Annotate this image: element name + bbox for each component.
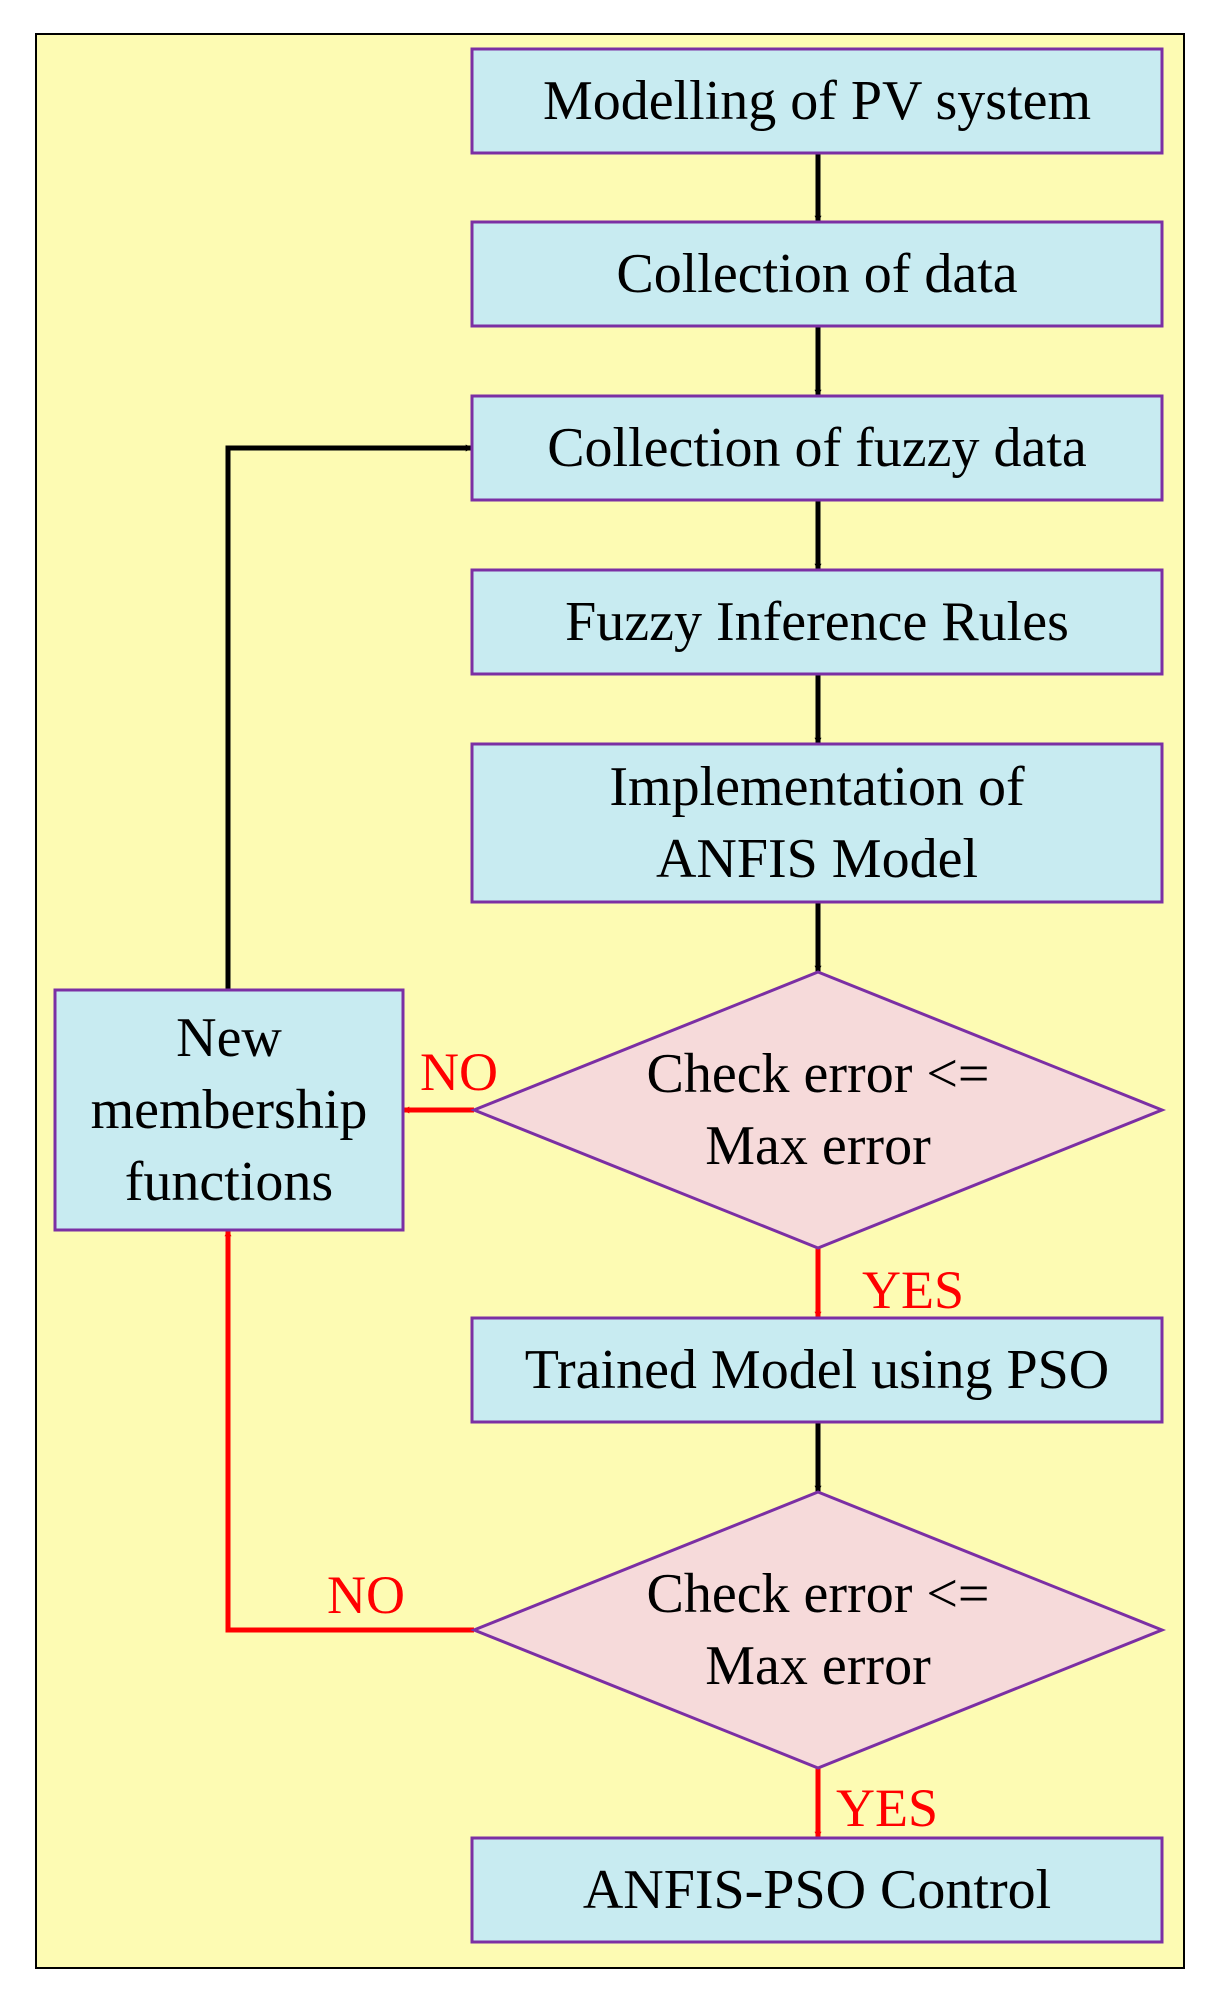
edge-label-check2-no: NO [327, 1565, 405, 1625]
node-modelling: Modelling of PV system [470, 47, 1164, 155]
node-text-line: Implementation of [609, 756, 1025, 818]
node-check1: Check error <= Max error [469, 970, 1167, 1250]
node-fuzzy-rules: Fuzzy Inference Rules [470, 568, 1164, 676]
node-text-line: Check error <= [646, 1563, 989, 1625]
edges-layer [224, 153, 822, 1839]
node-text-line: ANFIS Model [656, 828, 978, 890]
process-box [470, 568, 1164, 676]
node-text-line: Collection of data [616, 243, 1017, 305]
edge-label-check1-no: NO [420, 1042, 498, 1102]
edge-label-check2-yes: YES [836, 1778, 938, 1838]
node-text-line: membership [91, 1079, 368, 1141]
node-collection-data: Collection of data [470, 220, 1164, 328]
node-text-line: functions [125, 1151, 333, 1213]
node-text-line: New [176, 1007, 282, 1069]
process-box [470, 1316, 1164, 1424]
node-text-line: Check error <= [646, 1043, 989, 1105]
decision-diamond [469, 970, 1167, 1250]
node-text-line: Max error [705, 1115, 931, 1177]
node-anfis-pso: ANFIS-PSO Control [470, 1836, 1164, 1944]
node-text-line: Fuzzy Inference Rules [565, 591, 1069, 653]
process-box [470, 1836, 1164, 1944]
edge-labels-layer: NO YES NO YES [327, 1042, 964, 1838]
edge-label-check1-yes: YES [862, 1260, 964, 1320]
decision-diamond [469, 1490, 1167, 1770]
node-check2: Check error <= Max error [469, 1490, 1167, 1770]
process-box [470, 742, 1164, 904]
process-box [53, 988, 405, 1232]
node-text-line: Collection of fuzzy data [547, 417, 1087, 479]
node-text-line: Max error [705, 1635, 931, 1697]
node-trained-pso: Trained Model using PSO [470, 1316, 1164, 1424]
node-new-mf: New membership functions [53, 988, 405, 1232]
process-box [470, 394, 1164, 502]
arrow-check2-no-to-new-mf [224, 1229, 474, 1633]
node-collection-fuzzy: Collection of fuzzy data [470, 394, 1164, 502]
process-box [470, 220, 1164, 328]
node-text-line: ANFIS-PSO Control [583, 1859, 1051, 1921]
node-text-line: Modelling of PV system [543, 70, 1091, 132]
node-text-line: Trained Model using PSO [525, 1339, 1109, 1401]
arrow-new-mf-to-collection-fuzzy [225, 444, 473, 990]
process-box [470, 47, 1164, 155]
node-anfis-impl: Implementation of ANFIS Model [470, 742, 1164, 904]
